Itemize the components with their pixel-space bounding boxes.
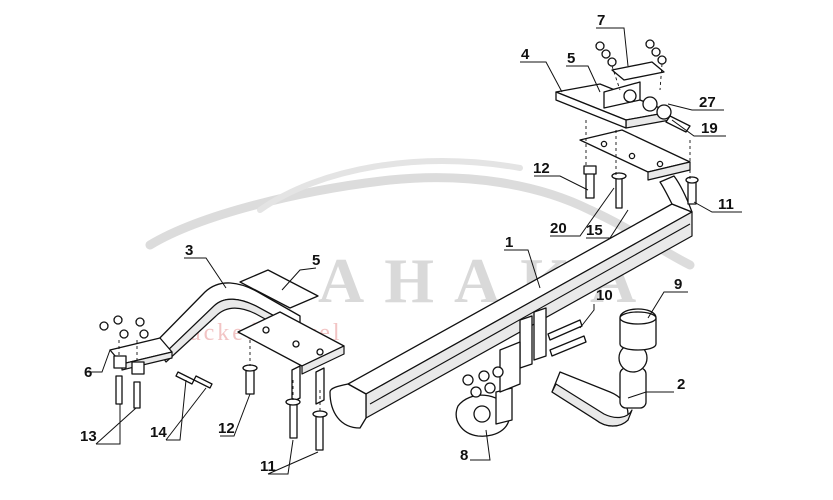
- callout-13: 13: [80, 428, 97, 445]
- part-2-ball-arm: [551, 343, 648, 427]
- callout-9: 9: [674, 276, 682, 293]
- part-4-right-bracket: [555, 61, 691, 181]
- bolts-10: [547, 319, 587, 357]
- callout-6: 6: [84, 364, 92, 381]
- nuts-socket: [462, 366, 504, 398]
- callout-12: 12: [218, 420, 235, 437]
- bolts-left-plate: [242, 340, 328, 451]
- part-8-socket-plate: [455, 387, 513, 437]
- callout-10: 10: [596, 287, 613, 304]
- watermark-car-roof: [257, 158, 523, 213]
- callout-4: 4: [521, 46, 530, 63]
- part-9-ball-cover: [619, 308, 657, 351]
- nut-cluster-top: [595, 39, 667, 91]
- callout-7: 7: [597, 12, 605, 29]
- callout-11: 11: [718, 196, 734, 213]
- part-1-main-beam: [329, 175, 693, 429]
- callout-15: 15: [586, 222, 603, 239]
- screws-14: [175, 371, 213, 389]
- callout-8: 8: [460, 447, 468, 464]
- part-5-left-strap: [239, 269, 319, 309]
- fasteners: [99, 39, 699, 451]
- callout-20: 20: [550, 220, 567, 237]
- callout-11: 11: [260, 458, 276, 475]
- callout-19: 19: [701, 120, 718, 137]
- callout-5: 5: [567, 50, 575, 67]
- left-mounting-plate: [237, 311, 345, 405]
- callout-labels: 7 4 5 27 19 12 11 20 15 1 3 5 10 9 6 2 1…: [80, 12, 734, 475]
- callout-1: 1: [505, 234, 513, 251]
- beam-socket-bracket: [499, 307, 547, 393]
- nut-cluster-left: [99, 315, 149, 409]
- callout-12: 12: [533, 160, 550, 177]
- callout-2: 2: [677, 376, 685, 393]
- callout-14: 14: [150, 424, 167, 441]
- callout-27: 27: [699, 94, 716, 111]
- callout-leaders: [86, 27, 742, 475]
- callout-5: 5: [312, 252, 320, 269]
- callout-3: 3: [185, 242, 193, 259]
